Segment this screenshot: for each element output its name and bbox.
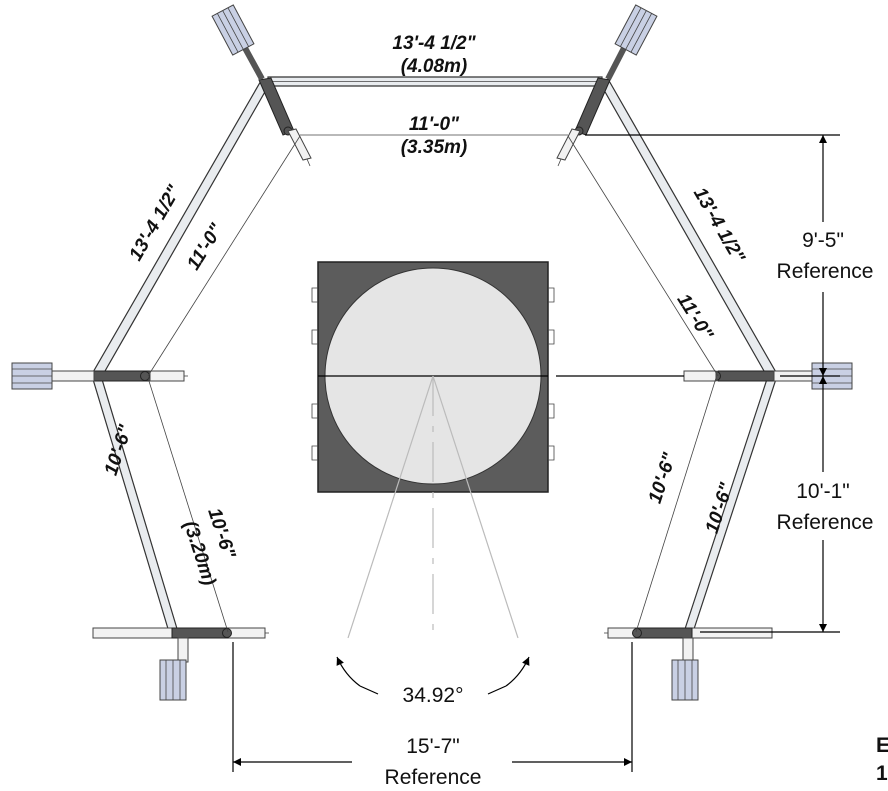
angle-leader-right bbox=[487, 685, 507, 695]
light-fixture-bottom-right bbox=[671, 637, 699, 701]
label-left-lower-outer: 10'-6" bbox=[101, 422, 137, 478]
inner-line-lower-left bbox=[147, 377, 229, 633]
light-fixture-top-left bbox=[211, 4, 265, 81]
label-left-upper-inner: 11'-0" bbox=[183, 219, 228, 273]
beam-line-left bbox=[347, 375, 434, 639]
pipe-tip-top-right bbox=[557, 158, 562, 167]
corner-pipe-top-right bbox=[556, 128, 581, 161]
corner-pipe-top-left bbox=[287, 128, 312, 161]
truss-lower-left bbox=[91, 375, 179, 633]
angle-leader-left bbox=[359, 685, 379, 695]
light-fixture-bottom-left bbox=[159, 637, 189, 701]
label-top-inner: 11'-0" bbox=[409, 114, 460, 135]
truss-corners bbox=[91, 77, 775, 639]
beam-line-right bbox=[432, 375, 519, 639]
corner-block-bottom-left bbox=[171, 627, 229, 639]
inner-line-upper-left bbox=[147, 135, 301, 377]
angle-arc-right bbox=[505, 656, 530, 687]
ref-bottom-label: Reference bbox=[385, 766, 482, 789]
label-top-inner-metric: (3.35m) bbox=[401, 137, 468, 158]
cutoff-text-line2: 1 bbox=[876, 762, 888, 785]
bottom-reference-dimension: 15'-7" Reference bbox=[232, 642, 633, 789]
inner-dimension-lines bbox=[147, 134, 719, 633]
angle-label: 34.92° bbox=[403, 684, 464, 707]
label-top-outer: 13'-4 1/2" bbox=[392, 33, 476, 54]
pipe-tip-top-left bbox=[306, 158, 311, 167]
corner-pipe-left bbox=[149, 370, 185, 382]
corner-block-right bbox=[717, 370, 775, 382]
label-right-lower-inner: 10'-6" bbox=[645, 450, 681, 506]
ref-lower-value: 10'-1" bbox=[796, 480, 850, 503]
corner-pipe-right bbox=[683, 370, 717, 382]
label-left-upper-outer: 13'-4 1/2" bbox=[125, 181, 185, 264]
right-reference-dimensions: 9'-5" Reference 10'-1" Reference bbox=[585, 134, 874, 633]
stage-tabs bbox=[311, 287, 555, 461]
light-fixture-left bbox=[11, 362, 95, 390]
cutoff-text-line1: E bbox=[876, 734, 888, 757]
inner-line-lower-right bbox=[635, 377, 717, 633]
center-stage bbox=[311, 261, 684, 639]
label-top-outer-metric: (4.08m) bbox=[401, 56, 468, 77]
angle-dimension: 34.92° bbox=[336, 656, 530, 707]
angle-arc-left bbox=[336, 656, 361, 687]
corner-block-bottom-right bbox=[635, 627, 693, 639]
light-fixture-top-right bbox=[605, 4, 658, 81]
ref-upper-label: Reference bbox=[777, 260, 874, 283]
ref-upper-value: 9'-5" bbox=[802, 229, 844, 252]
inner-line-upper-right bbox=[567, 135, 719, 377]
ref-lower-label: Reference bbox=[777, 511, 874, 534]
truss-upper-left bbox=[91, 78, 271, 379]
ref-bottom-value: 15'-7" bbox=[406, 735, 460, 758]
label-right-upper-inner: 11'-0" bbox=[672, 290, 717, 344]
truss-upper-right bbox=[599, 78, 778, 379]
